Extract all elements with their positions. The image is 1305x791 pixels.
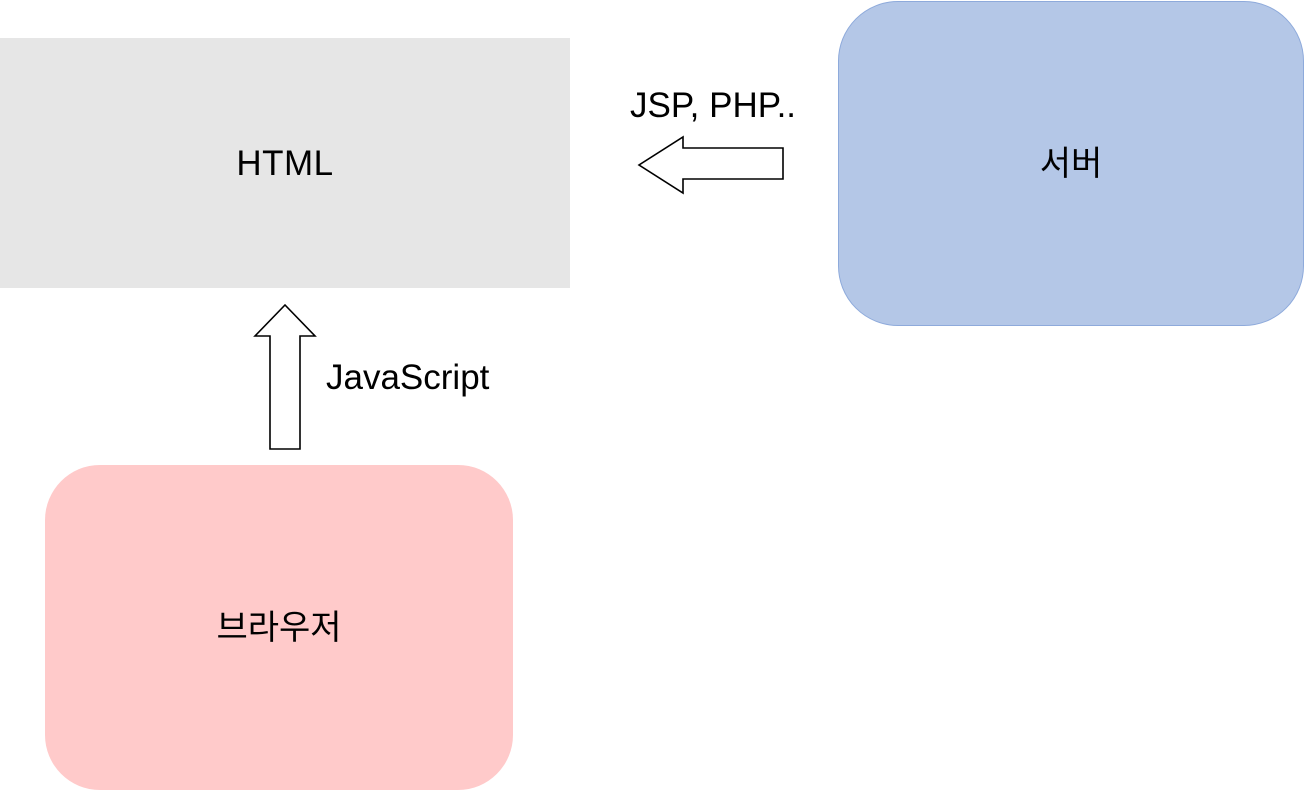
- browser-label: 브라우저: [216, 607, 342, 648]
- browser-box: 브라우저: [45, 465, 513, 790]
- server-to-html-arrow-icon: [637, 135, 784, 195]
- browser-to-html-arrow-icon: [253, 303, 317, 450]
- server-to-html-label: JSP, PHP..: [630, 86, 797, 125]
- html-box: HTML: [0, 38, 570, 288]
- browser-to-html-label: JavaScript: [326, 358, 490, 397]
- html-label: HTML: [236, 143, 334, 183]
- server-label: 서버: [1039, 143, 1103, 184]
- server-box: 서버: [838, 1, 1304, 326]
